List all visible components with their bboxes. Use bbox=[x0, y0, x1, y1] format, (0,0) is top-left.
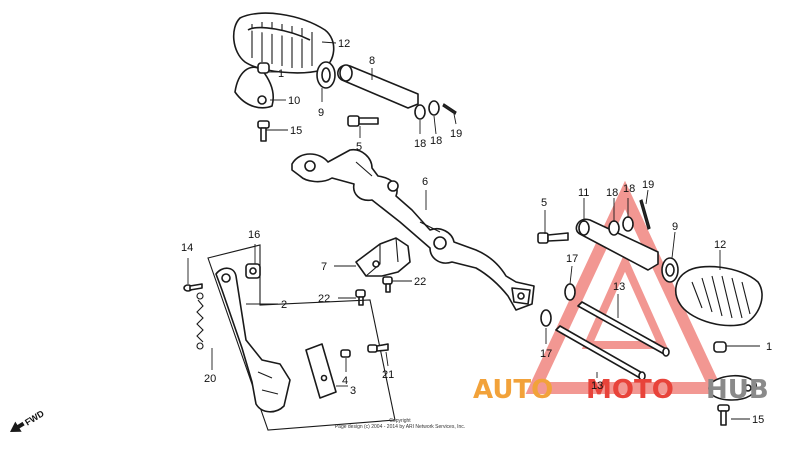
rod-13-lower bbox=[555, 325, 646, 381]
pivot-bolt-14 bbox=[183, 283, 203, 292]
callout-13: 13 bbox=[591, 380, 603, 392]
callout-9: 9 bbox=[672, 221, 678, 233]
watermark-word-auto: AUTO bbox=[473, 375, 553, 405]
spring-20 bbox=[196, 292, 204, 350]
bolt-22-left bbox=[355, 289, 366, 306]
callout-15: 15 bbox=[752, 414, 764, 426]
footpeg-shaft-right bbox=[575, 218, 659, 271]
callout-11: 11 bbox=[578, 187, 589, 199]
callout-21: 21 bbox=[382, 369, 394, 381]
panel-outline bbox=[207, 244, 396, 431]
callout-19: 19 bbox=[642, 179, 654, 191]
callout-9: 9 bbox=[318, 107, 324, 119]
callout-1: 1 bbox=[766, 341, 772, 353]
pad-3 bbox=[305, 343, 337, 399]
callout-2: 2 bbox=[281, 299, 287, 311]
callout-18: 18 bbox=[414, 138, 426, 150]
callout-22: 22 bbox=[318, 293, 330, 305]
callout-1: 1 bbox=[278, 68, 284, 80]
callout-14: 14 bbox=[181, 242, 193, 254]
callout-17: 17 bbox=[540, 348, 552, 360]
footpeg-bracket-right bbox=[708, 374, 757, 401]
callout-10: 10 bbox=[288, 95, 300, 107]
bolt-5-right bbox=[537, 232, 569, 244]
callout-5: 5 bbox=[541, 197, 547, 209]
footpeg-bracket-left bbox=[234, 66, 275, 109]
footpeg-rubber-right bbox=[674, 265, 763, 327]
callout-7: 7 bbox=[321, 261, 327, 273]
watermark-wordmark: AUTO MOTO HUB bbox=[473, 375, 769, 405]
callout-22: 22 bbox=[414, 276, 426, 288]
watermark-word-hub: HUB bbox=[706, 375, 769, 405]
watermark-word-moto: MOTO bbox=[586, 375, 674, 405]
callout-4: 4 bbox=[342, 375, 348, 387]
callout-3: 3 bbox=[350, 385, 356, 397]
callout-numbers: 12 1 10 9 8 15 5 18 18 19 6 11 18 18 19 … bbox=[181, 38, 772, 426]
rod-13-upper bbox=[577, 301, 670, 357]
fwd-indicator: FWD bbox=[10, 408, 46, 432]
bolt-21 bbox=[367, 343, 389, 353]
bolt-22-right bbox=[382, 276, 393, 293]
callout-5: 5 bbox=[356, 141, 362, 153]
callout-16: 16 bbox=[248, 229, 260, 241]
copyright-line-2: Page design (c) 2004 - 2014 by ARI Netwo… bbox=[335, 424, 465, 430]
watermark-logo bbox=[525, 180, 725, 394]
callout-6: 6 bbox=[422, 176, 428, 188]
footpeg-rubber-left bbox=[232, 12, 335, 74]
bolt-15-right bbox=[717, 404, 730, 426]
washers-pin-top bbox=[414, 100, 457, 120]
footpeg-shaft-left bbox=[337, 64, 419, 109]
callout-18: 18 bbox=[623, 183, 635, 195]
washer-left bbox=[316, 61, 336, 89]
fwd-label: FWD bbox=[23, 408, 46, 428]
fwd-arrow-icon bbox=[10, 421, 25, 432]
washer-right bbox=[661, 257, 679, 283]
side-stand-2 bbox=[215, 267, 291, 413]
copyright: Copyright Page design (c) 2004 - 2014 by… bbox=[335, 418, 465, 430]
callout-8: 8 bbox=[369, 55, 375, 67]
callout-19: 19 bbox=[450, 128, 462, 140]
callout-15: 15 bbox=[290, 125, 302, 137]
spacer-17-lower bbox=[540, 309, 552, 327]
pin-4 bbox=[340, 349, 351, 358]
bolt-5-top bbox=[347, 115, 379, 127]
copyright-line-1: Copyright bbox=[389, 418, 411, 424]
leader-lines bbox=[187, 41, 760, 420]
main-step-bar bbox=[291, 148, 535, 311]
callout-12: 12 bbox=[338, 38, 350, 50]
bracket-7 bbox=[355, 237, 411, 277]
callout-18: 18 bbox=[606, 187, 618, 199]
nut-16 bbox=[245, 263, 261, 279]
spacer-17-upper bbox=[564, 283, 576, 301]
pin-cap-right bbox=[713, 341, 727, 353]
callout-17: 17 bbox=[566, 253, 578, 265]
callout-20: 20 bbox=[204, 373, 216, 385]
callout-12: 12 bbox=[714, 239, 726, 251]
pin-cap-left bbox=[257, 62, 270, 74]
bolt-15-top bbox=[257, 120, 270, 142]
callout-13: 13 bbox=[613, 281, 625, 293]
callout-18: 18 bbox=[430, 135, 442, 147]
